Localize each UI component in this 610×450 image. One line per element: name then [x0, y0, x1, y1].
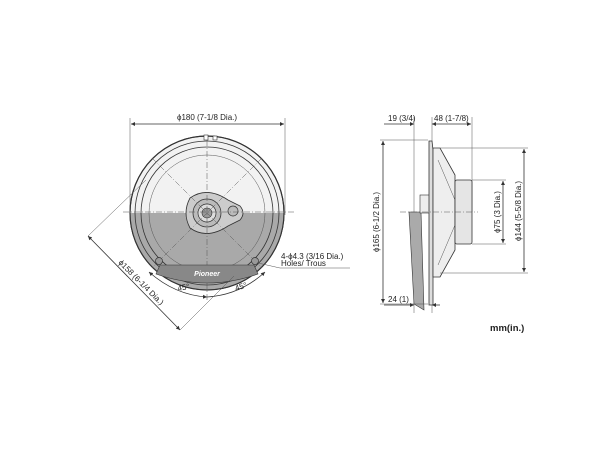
mounting-hole [155, 257, 163, 265]
mounting-flange [428, 140, 434, 306]
magnet-diameter-label: ϕ75 (3 Dia.) [493, 191, 502, 233]
flange-depth-label: 19 (3/4) [388, 114, 416, 123]
mounting-hole [251, 257, 259, 265]
angle-right-label: 45° [234, 281, 248, 293]
units-label: mm(in.) [490, 323, 524, 334]
holes-label-line1: 4-ϕ4.3 (3/16 Dia.) [281, 252, 344, 261]
holes-label-line2: Holes/ Trous [281, 259, 326, 268]
basket-diameter-label: ϕ144 (5-5/8 Dia.) [514, 181, 523, 241]
angle-left-label: 45° [177, 282, 190, 293]
front-view: ϕ180 (7-1/8 Dia.) Pioneer 4-ϕ4.3 (3/16 D… [87, 113, 350, 331]
shaded-grille [408, 211, 425, 311]
side-view: 19 (3/4) 48 (1-7/8) ϕ165 (6-1/2 Dia.) ϕ7… [372, 114, 528, 313]
mount-diameter-dimension [87, 235, 181, 331]
pioneer-logo: Pioneer [194, 271, 221, 278]
cutout-diameter-label: ϕ165 (6-1/2 Dia.) [372, 192, 381, 252]
depth-label: 48 (1-7/8) [434, 114, 469, 123]
basket [432, 147, 456, 278]
front-depth-label: 24 (1) [388, 295, 409, 304]
outer-diameter-label: ϕ180 (7-1/8 Dia.) [177, 113, 237, 122]
